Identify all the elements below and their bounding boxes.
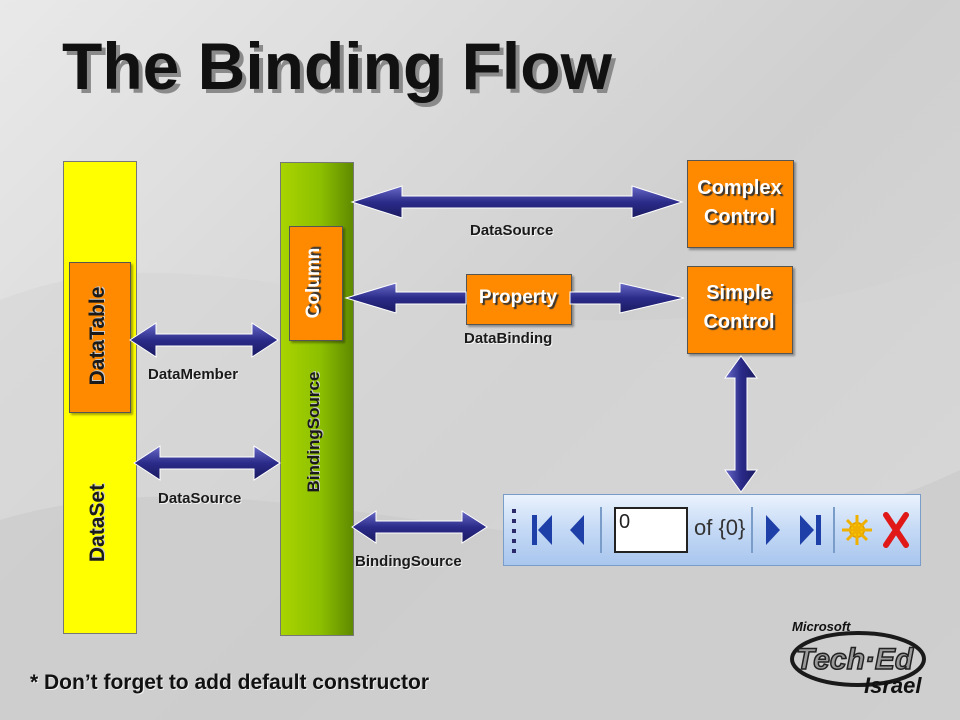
databinding-label: DataBinding — [464, 330, 553, 347]
datamember-label: DataMember — [148, 366, 239, 383]
delete-icon[interactable] — [883, 512, 909, 548]
position-input[interactable]: 0 — [614, 507, 688, 553]
datasource-left-arrow — [133, 445, 281, 481]
page-title: The Binding Flow — [62, 29, 612, 103]
logo-line3: Israel — [864, 673, 922, 697]
binding-navigator-toolbar: 0 of {0} — [503, 494, 921, 566]
add-new-icon[interactable] — [842, 515, 872, 545]
simple-control-label-line1: Simple — [706, 282, 772, 304]
datasource-left-label: DataSource — [158, 490, 242, 507]
bindingsource-bottom-label: BindingSource — [355, 553, 462, 570]
logo-graphic: Microsoft Tech·Ed Israel — [790, 619, 926, 698]
complex-control-label-line2: Control — [703, 206, 776, 228]
count-label: of {0} — [694, 515, 746, 540]
datasource-top-arrow — [350, 185, 684, 219]
simple-control-box — [687, 266, 793, 354]
property-label: Property — [478, 287, 558, 308]
teched-israel-logo: Microsoft Tech·Ed Israel — [788, 617, 938, 698]
column-box — [289, 226, 343, 341]
datatable-box — [69, 262, 131, 413]
datamember-arrow — [129, 322, 279, 358]
complex-control-box — [687, 160, 794, 248]
footnote: * Don’t forget to add default constructo… — [30, 671, 429, 694]
databinding-arrow-right — [569, 282, 685, 314]
simple-control-label-line2: Control — [703, 311, 775, 333]
complex-control-label-line1: Complex — [697, 177, 782, 199]
move-previous-icon[interactable] — [570, 515, 584, 545]
datasource-top-label: DataSource — [470, 222, 554, 239]
move-first-icon[interactable] — [532, 515, 552, 545]
move-next-icon[interactable] — [766, 515, 780, 545]
vertical-arrow — [724, 355, 758, 493]
separator-grip-icon — [512, 509, 516, 553]
navigator-icons — [512, 507, 909, 553]
property-box — [466, 274, 572, 325]
databinding-arrow-left — [344, 282, 467, 314]
position-value: 0 — [619, 511, 631, 533]
logo-line2: Tech·Ed — [796, 643, 914, 676]
bindingsource-arrow — [351, 510, 488, 544]
move-last-icon[interactable] — [800, 515, 821, 545]
logo-line1: Microsoft — [792, 619, 851, 634]
